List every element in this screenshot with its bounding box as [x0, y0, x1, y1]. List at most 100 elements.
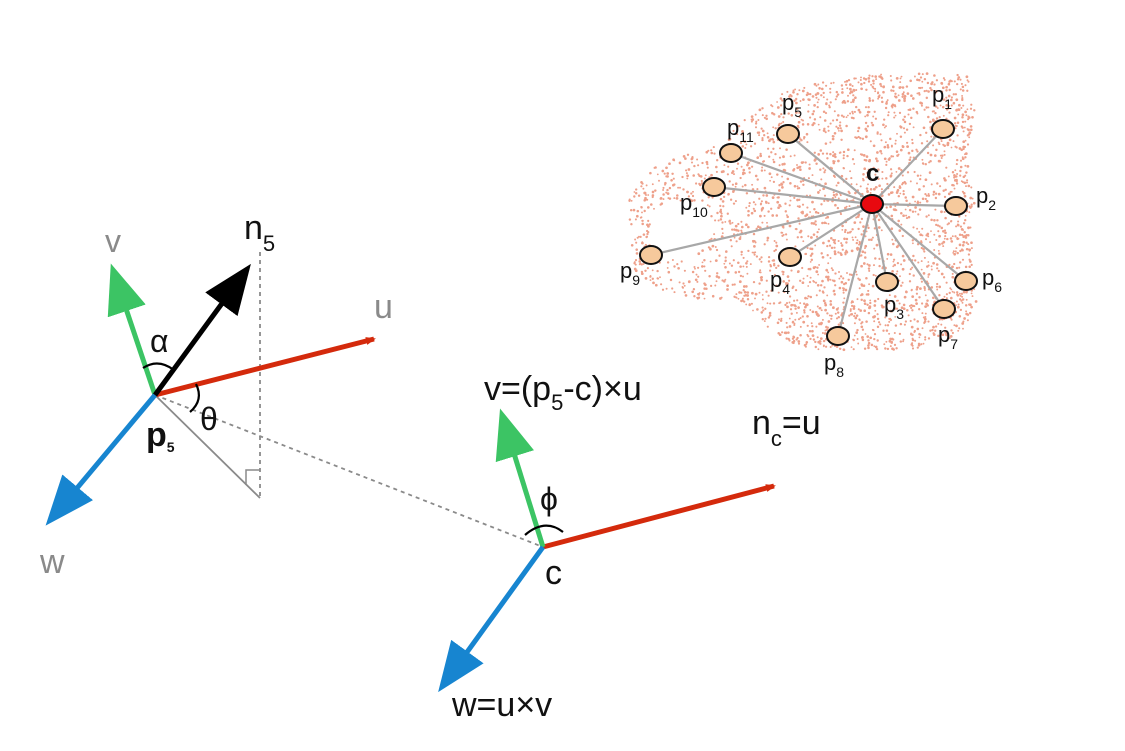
- cloud-dot: [763, 243, 766, 246]
- cloud-dot: [897, 219, 900, 223]
- cloud-dot: [911, 239, 914, 242]
- cloud-dot: [917, 213, 920, 216]
- cloud-dot: [916, 92, 919, 95]
- cloud-dot: [958, 298, 962, 301]
- cloud-dot: [814, 345, 818, 349]
- cloud-dot: [965, 234, 968, 237]
- cloud-dot: [915, 288, 919, 291]
- cloud-dot: [633, 195, 636, 198]
- cloud-dot: [697, 164, 700, 167]
- cloud-dot: [950, 329, 953, 332]
- cloud-dot: [882, 305, 885, 309]
- cloud-dot: [838, 271, 840, 273]
- cloud-dot: [858, 110, 862, 114]
- cloud-dot: [894, 316, 897, 318]
- cloud-dot: [864, 235, 867, 238]
- cloud-dot: [903, 323, 906, 326]
- cloud-dot: [829, 278, 832, 281]
- cloud-dot: [945, 89, 948, 92]
- cloud-dot: [837, 316, 840, 319]
- cloud-dot: [745, 206, 748, 209]
- cloud-dot: [892, 242, 895, 246]
- cloud-dot: [852, 238, 855, 241]
- cloud-dot: [955, 225, 958, 228]
- cloud-dot: [838, 347, 842, 351]
- cloud-dot: [828, 106, 831, 109]
- cloud-dot: [814, 93, 818, 96]
- cloud-dot: [799, 100, 802, 102]
- cloud-dot: [908, 272, 911, 276]
- cloud-dot: [926, 304, 930, 307]
- cloud-dot: [846, 272, 848, 274]
- cloud-dot: [829, 152, 832, 156]
- cloud-dot: [740, 229, 743, 232]
- cloud-dot: [838, 286, 842, 290]
- cloud-dot: [911, 266, 914, 269]
- cloud-dot: [819, 284, 823, 287]
- cloud-dot: [959, 165, 963, 169]
- cloud-dot: [822, 96, 825, 99]
- cloud-dot: [770, 207, 773, 210]
- cloud-dot: [930, 218, 933, 222]
- cloud-dot: [960, 82, 963, 85]
- cloud-dot: [943, 179, 947, 182]
- cloud-dot: [913, 318, 916, 321]
- cloud-dot: [815, 235, 819, 238]
- cloud-dot: [889, 205, 892, 209]
- cloud-dot: [867, 80, 871, 83]
- cloud-dot: [795, 227, 798, 231]
- cloud-dot: [827, 222, 830, 225]
- cloud-dot: [935, 91, 938, 94]
- cloud-dot: [938, 294, 941, 297]
- cloud-dot: [665, 175, 668, 178]
- cloud-dot: [865, 187, 869, 190]
- cloud-dot: [869, 301, 872, 305]
- cloud-dot: [798, 116, 801, 119]
- cloud-dot: [903, 120, 907, 124]
- cloud-dot: [825, 268, 829, 272]
- cloud-dot: [788, 301, 791, 304]
- cloud-dot: [703, 297, 706, 300]
- cloud-dot: [851, 304, 854, 307]
- cloud-dot: [731, 228, 734, 231]
- cloud-dot: [837, 307, 840, 309]
- cloud-dot: [647, 219, 650, 222]
- cloud-dot: [646, 198, 649, 201]
- cloud-dot: [928, 171, 932, 174]
- cloud-dot: [748, 201, 751, 205]
- cloud-dot: [781, 93, 784, 96]
- cloud-dot: [796, 187, 799, 190]
- cloud-dot: [765, 194, 769, 197]
- cloud-dot: [923, 108, 926, 111]
- cloud-dot: [875, 157, 878, 160]
- cloud-dot: [805, 303, 809, 306]
- cloud-dot: [966, 179, 969, 182]
- point-p5-sub: 5: [167, 439, 175, 455]
- cloud-dot: [861, 328, 865, 331]
- phi-label: ϕ: [540, 481, 558, 517]
- cloud-dot: [854, 236, 857, 239]
- cloud-dot: [775, 266, 778, 270]
- cloud-dot: [858, 319, 861, 321]
- cloud-dot: [823, 171, 826, 174]
- cloud-dot: [959, 88, 962, 91]
- cloud-dot: [907, 215, 911, 219]
- cloud-dot: [662, 198, 665, 201]
- cloud-dot: [881, 177, 884, 180]
- cloud-dot: [633, 262, 636, 265]
- cloud-dot: [924, 163, 927, 166]
- cloud-dot: [890, 341, 893, 344]
- cloud-dot: [856, 298, 859, 301]
- cloud-dot: [938, 243, 941, 246]
- cloud-dot: [761, 318, 764, 321]
- neighbor-point: [719, 143, 743, 163]
- cloud-dot: [786, 326, 789, 329]
- cloud-dot: [886, 144, 889, 147]
- cloud-dot: [864, 115, 867, 118]
- cloud-dot: [932, 325, 935, 329]
- cloud-dot: [943, 237, 946, 240]
- cloud-dot: [940, 156, 943, 160]
- cloud-dot: [823, 119, 827, 122]
- cloud-dot: [672, 177, 675, 180]
- cloud-dot: [882, 123, 885, 127]
